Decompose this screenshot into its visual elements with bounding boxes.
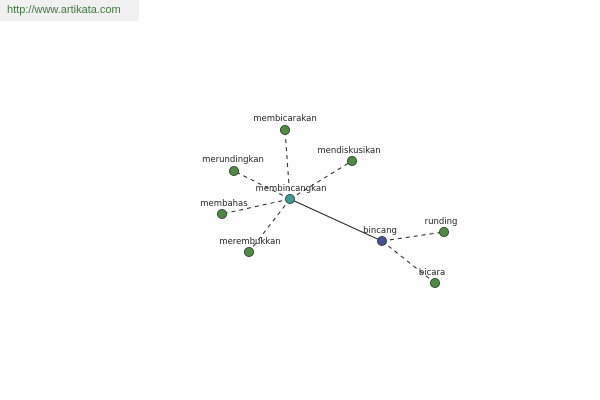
- node-mendiskusikan-circle-icon[interactable]: [346, 155, 357, 166]
- node-label-membahas[interactable]: membahas: [200, 199, 248, 209]
- node-label-mendiskusikan[interactable]: mendiskusikan: [317, 146, 380, 156]
- edge-membincangkan-membicarakan: [284, 129, 291, 200]
- node-label-runding[interactable]: runding: [425, 217, 458, 227]
- node-bincang-circle-icon[interactable]: [376, 235, 387, 246]
- node-membincangkan-circle-icon[interactable]: [284, 193, 295, 204]
- watermark-url: http://www.artikata.com: [7, 4, 121, 16]
- node-bicara-circle-icon[interactable]: [429, 277, 440, 288]
- node-membicarakan-circle-icon[interactable]: [279, 125, 290, 136]
- edge-membincangkan-bincang: [289, 198, 383, 242]
- edge-bincang-runding: [381, 231, 445, 242]
- edge-membincangkan-merundingkan: [233, 170, 291, 200]
- edge-bincang-bicara: [381, 240, 436, 284]
- nodes-layer: [216, 125, 449, 288]
- node-merembukkan-circle-icon[interactable]: [243, 246, 254, 257]
- node-label-bincang[interactable]: bincang: [363, 226, 397, 236]
- edge-membincangkan-membahas: [221, 198, 291, 215]
- node-runding-circle-icon[interactable]: [438, 226, 449, 237]
- node-membahas-circle-icon[interactable]: [216, 208, 227, 219]
- edge-membincangkan-merembukkan: [248, 198, 291, 253]
- node-merundingkan-circle-icon[interactable]: [228, 165, 239, 176]
- node-label-merembukkan[interactable]: merembukkan: [219, 237, 280, 247]
- node-label-membicarakan[interactable]: membicarakan: [253, 114, 317, 124]
- node-label-merundingkan[interactable]: merundingkan: [202, 155, 264, 165]
- watermark-banner: http://www.artikata.com: [0, 0, 139, 21]
- edges-layer: [221, 129, 445, 284]
- labels-layer: membincangkan membicarakan mendiskusikan me…: [200, 114, 457, 278]
- node-label-bicara[interactable]: bicara: [419, 268, 445, 278]
- node-label-membincangkan[interactable]: membincangkan: [256, 184, 327, 194]
